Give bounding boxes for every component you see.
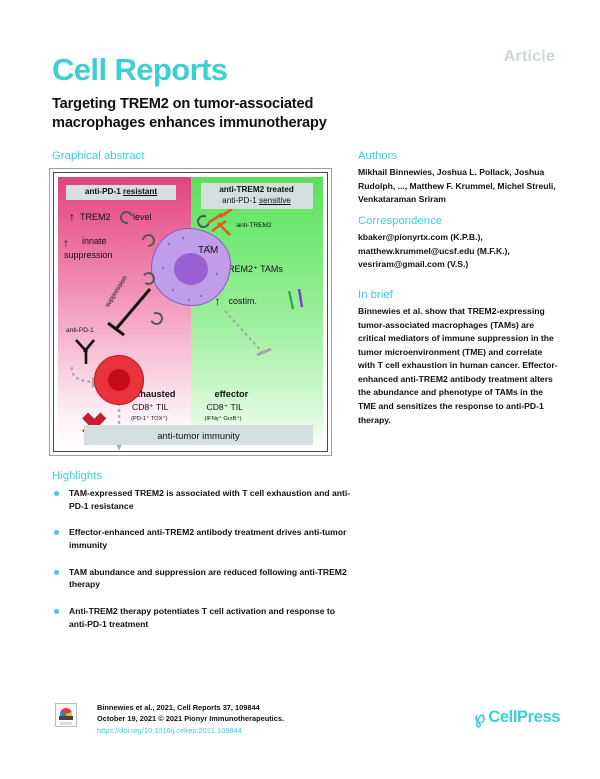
correspondence-heading: Correspondence [358,215,443,227]
bullet-icon [54,608,59,614]
footer-citation: Binnewies et al., 2021, Cell Reports 37,… [97,702,284,736]
dashed-connector-icon [223,310,272,357]
antibody-icon [75,339,95,364]
article-type-label: Article [503,48,555,65]
costim-molecule-icon [287,289,303,310]
tag-anti-pd1-resistant: anti-PD-1 resistant [66,185,176,200]
tag-line-2-prefix: anti-PD-1 [222,195,259,205]
receptor-icon [139,231,158,250]
up-arrow-innate-icon: ↑ [63,236,69,250]
label-effector-markers: (IFNγ⁺ GrzB⁺) [204,416,242,422]
label-trem2-tams: TREM2⁺ TAMs [222,264,283,274]
highlight-text: Effector-enhanced anti-TREM2 antibody tr… [69,527,347,551]
citation-line-2: October 19, 2021 © 2021 Pionyr Immunothe… [97,714,284,724]
tam-nucleus [174,252,208,285]
suppression-bar-icon [107,288,152,337]
in-brief-heading: In brief [358,289,394,301]
label-effector: effector [214,389,249,399]
highlights-list: TAM-expressed TREM2 is associated with T… [52,487,352,644]
highlight-text: TAM abundance and suppression are reduce… [69,566,347,590]
list-item: Effector-enhanced anti-TREM2 antibody tr… [52,526,352,552]
highlight-text: Anti-TREM2 therapy potentiates T cell ac… [69,605,335,629]
journal-masthead: Cell Reports [52,52,228,87]
graphical-abstract-figure: anti-PD-1 resistant ↑ TREM2 level ↑ inna… [49,168,332,456]
cellpress-logo[interactable]: ℘ CellPress [469,706,561,729]
tag-line-1: anti-TREM2 treated [219,185,294,194]
authors-list: Mikhail Binnewies, Joshua L. Pollack, Jo… [358,167,556,205]
figure-panel-anti-pd1-resistant: anti-PD-1 resistant ↑ TREM2 level ↑ inna… [58,177,191,451]
tag-underlined: resistant [123,187,158,196]
exhausted-cd8-tcell [94,355,144,405]
label-cd8-til: CD8⁺ TIL [206,402,243,412]
label-trem2-level: TREM2 [80,212,111,222]
figure-panel-anti-trem2-treated: anti-TREM2 treated anti-PD-1 sensitive a… [190,177,323,447]
tag-line-2-underlined: sensitive [259,195,291,205]
in-brief-text: Binnewies et al. show that TREM2-express… [358,306,558,425]
label-cd8-til: CD8⁺ TIL [132,402,169,412]
tag-prefix: anti-PD-1 [84,187,124,196]
anti-trem2-antibody-icon [206,209,233,236]
list-item: TAM abundance and suppression are reduce… [52,566,352,592]
bullet-icon [54,569,59,575]
label-level: level [133,212,152,222]
anti-tumor-immunity-bar: anti-tumor immunity [84,425,313,445]
list-item: Anti-TREM2 therapy potentiates T cell ac… [52,605,352,631]
tam-macrophage-cell [151,228,231,306]
label-innate: innate [82,236,107,246]
tag-anti-trem2-treated: anti-TREM2 treated anti-PD-1 sensitive [200,183,313,209]
label-exhausted: exhausted [130,389,176,399]
highlights-heading: Highlights [52,470,103,482]
bullet-icon [54,491,59,496]
graphical-abstract-heading: Graphical abstract [52,150,145,162]
list-item: TAM-expressed TREM2 is associated with T… [52,487,352,513]
bullet-icon [54,530,59,536]
up-arrow-trem2-icon: ↑ [69,210,75,224]
highlight-text: TAM-expressed TREM2 is associated with T… [69,488,351,511]
label-anti-trem2: anti-TREM2 [236,222,272,229]
page-title: Targeting TREM2 on tumor-associated macr… [52,96,327,132]
cellpress-mark-icon: ℘ [469,706,488,729]
journal-thumbnail-icon [55,703,77,727]
label-exhausted-markers: (PD-1⁺ TOX⁺) [131,416,168,422]
up-arrow-costim-icon: ↑ [214,294,221,308]
cellpress-wordmark: CellPress [488,708,560,726]
doi-link[interactable]: https://doi.org/10.1016/j.celrep.2021.10… [97,725,242,735]
citation-line-1: Binnewies et al., 2021, Cell Reports 37,… [97,703,260,712]
correspondence-emails: kbaker@pionyrtx.com (K.P.B.), matthew.kr… [358,232,510,270]
authors-heading: Authors [358,150,398,162]
label-suppression: suppression [64,250,113,260]
label-costim: costim. [228,296,258,306]
label-anti-pd1: anti-PD-1 [66,327,94,334]
label-tam: TAM [198,245,219,256]
